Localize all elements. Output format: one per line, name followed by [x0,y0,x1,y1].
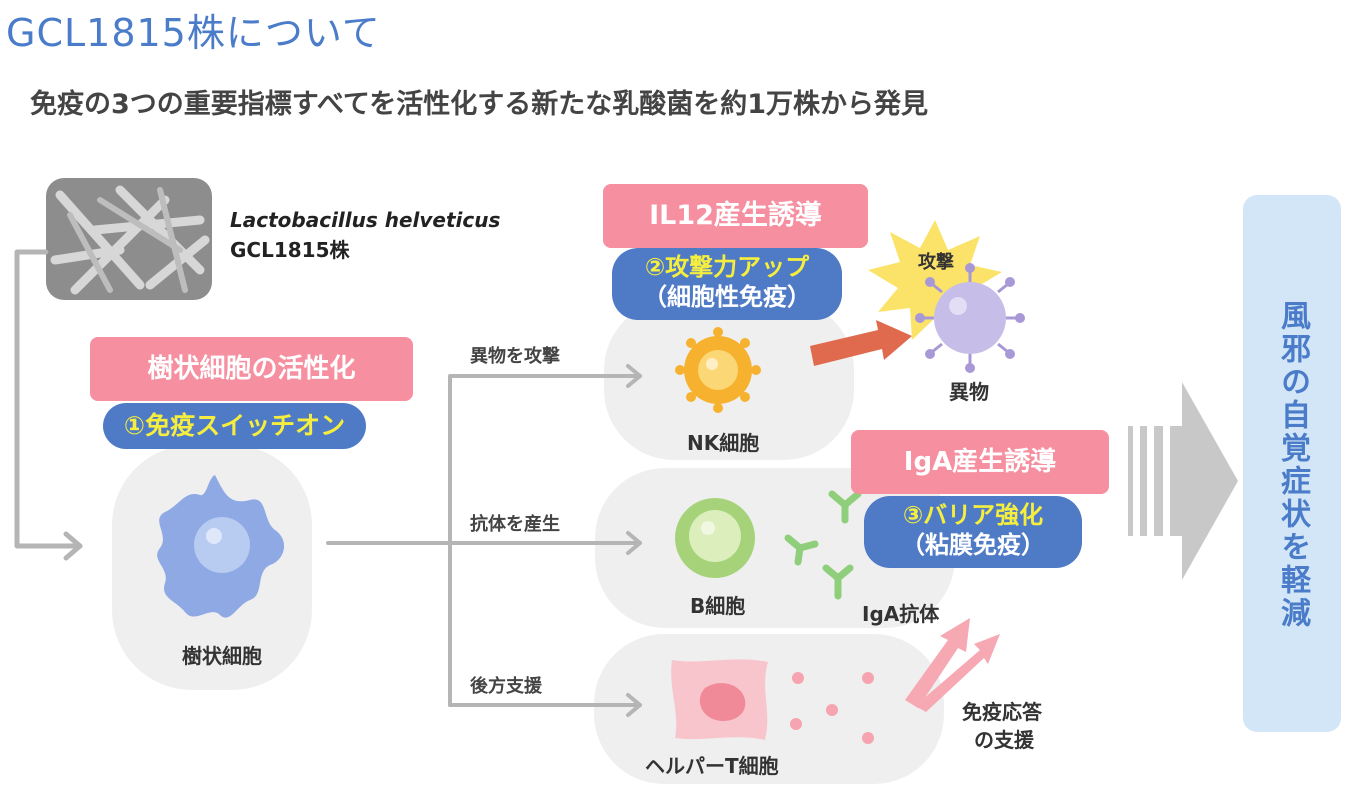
dendritic-activation-label: 樹状細胞の活性化 [90,337,413,401]
barrier-boost-badge: ③バリア強化 （粘膜免疫） [864,496,1082,568]
attack-arrow [810,320,912,366]
species-strain: GCL1815株 [230,238,350,262]
page-title: GCL1815株について [6,11,381,55]
foreign-body-icon [915,263,1025,373]
attack-pathway-label: 異物を攻撃 [470,346,560,367]
attack-burst [868,220,1002,345]
branch-arrows [326,364,642,717]
support-arrows [905,618,1000,712]
helper-t-cell-caption: ヘルパーT細胞 [645,754,779,778]
barrier-boost-line1: ③バリア強化 [902,501,1044,529]
immune-switch-text: ①免疫スイッチオン [123,411,346,440]
species-scientific-name: Lactobacillus helveticus [230,208,501,232]
result-box [1243,195,1341,732]
result-text: 風邪の自覚症状を軽減 [1275,300,1310,630]
attack-boost-line2: （細胞性免疫） [643,283,811,311]
immune-switch-badge: ①免疫スイッチオン [103,403,366,449]
barrier-boost-line2: （粘膜免疫） [901,531,1045,559]
immune-support-line1: 免疫応答 [962,700,1042,724]
il12-label: IL12産生誘導 [603,184,868,248]
cytokine-dots [790,672,874,744]
antibody-pathway-label: 抗体を産生 [470,514,560,535]
left-elbow-arrow [14,249,83,561]
b-cell-caption: B細胞 [690,594,746,618]
iga-antibody-caption: IgA抗体 [862,602,940,626]
b-cell-icon [675,498,755,578]
support-pathway-label: 後方支援 [470,676,542,697]
dendritic-cell-icon [157,475,285,618]
page-subtitle: 免疫の3つの重要指標すべてを活性化する新たな乳酸菌を約1万株から発見 [30,89,929,120]
nk-cell-caption: NK細胞 [687,431,760,455]
attack-boost-badge: ②攻撃力アップ （細胞性免疫） [612,248,842,320]
nk-cell-icon [675,327,761,413]
dendritic-cell-caption: 樹状細胞 [182,644,262,668]
iga-production-label: IgA産生誘導 [851,430,1109,494]
attack-boost-line1: ②攻撃力アップ [644,253,810,281]
helper-t-cell-icon [671,659,768,740]
immune-support-line2: の支援 [974,728,1034,752]
iga-antibody-icons [784,490,862,600]
foreign-body-caption: 異物 [949,380,989,404]
helper-cell-area [594,634,944,784]
result-arrow [1128,382,1238,580]
attack-word: 攻撃 [918,252,954,273]
bacteria-micrograph [46,178,212,300]
